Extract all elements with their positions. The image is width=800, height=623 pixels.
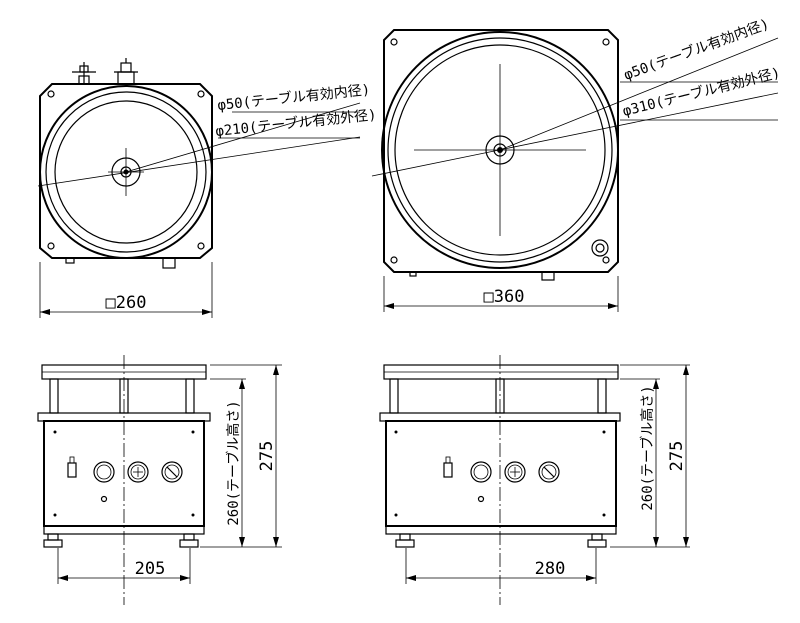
small-total-height: 275 bbox=[257, 441, 277, 472]
knob-icon bbox=[72, 62, 96, 85]
large-front-view: 280 260(テーブル高さ) 275 bbox=[379, 355, 690, 605]
toggle-switch-icon bbox=[443, 456, 453, 478]
small-table-height: 260(テーブル高さ) bbox=[225, 400, 242, 525]
toggle-switch-icon bbox=[67, 456, 77, 478]
knob-icon bbox=[114, 58, 138, 85]
small-foot-span: 205 bbox=[135, 559, 166, 579]
knob-icon bbox=[161, 461, 183, 483]
lamp-icon bbox=[470, 461, 492, 483]
large-width-dimension: □360 bbox=[484, 287, 525, 307]
dial-icon bbox=[504, 461, 526, 483]
large-total-height: 275 bbox=[667, 441, 687, 472]
large-foot-span: 280 bbox=[535, 559, 566, 579]
knob-icon bbox=[538, 461, 560, 483]
small-housing bbox=[39, 83, 213, 259]
small-platter bbox=[39, 85, 213, 259]
large-platter bbox=[381, 31, 619, 269]
large-housing bbox=[383, 29, 619, 273]
small-width-dimension: □260 bbox=[106, 293, 147, 313]
large-table-height: 260(テーブル高さ) bbox=[639, 385, 656, 510]
large-top-view: φ50(テーブル有効内径) φ310(テーブル有効外径) □360 bbox=[371, 15, 782, 312]
large-front-body bbox=[385, 420, 617, 527]
small-top-view: φ50(テーブル有効内径) φ210(テーブル有効外径) □260 bbox=[37, 58, 377, 318]
dial-icon bbox=[127, 461, 149, 483]
inner-diameter-label: φ50(テーブル有効内径) bbox=[217, 81, 371, 114]
lamp-icon bbox=[93, 461, 115, 483]
small-front-view: 205 260(テーブル高さ) 275 bbox=[37, 355, 282, 605]
